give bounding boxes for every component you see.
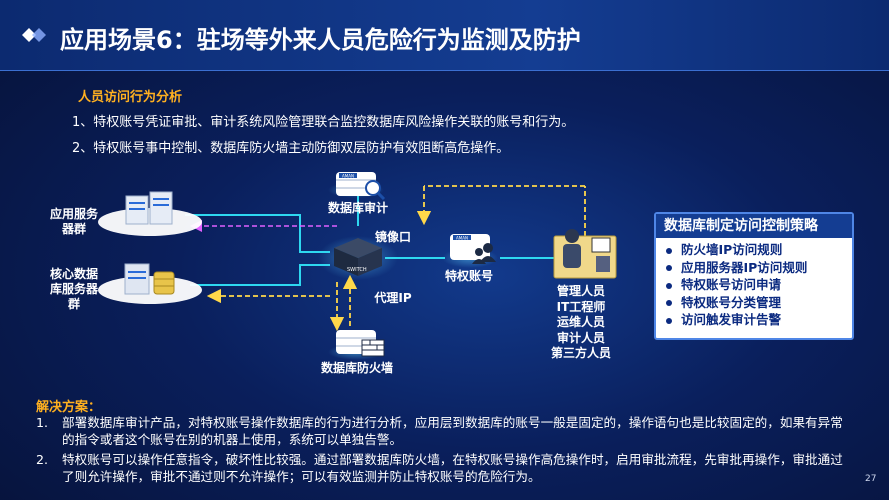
switch-text: SWITCH [347, 267, 367, 273]
device-tag: AMAN [342, 174, 354, 179]
cyan-links [185, 196, 555, 286]
policy-item-text: 特权账号分类管理 [681, 294, 782, 310]
page-title: 应用场景6：驻场等外来人员危险行为监测及防护 [60, 26, 581, 54]
db-firewall-icon [328, 330, 385, 360]
db-audit-icon: AMAN [328, 172, 386, 201]
policy-item: 防火墙IP访问规则 [666, 241, 852, 259]
page-number: 27 [865, 474, 877, 484]
analysis-title: 人员访问行为分析 [78, 90, 183, 105]
policy-item: 访问触发审计告警 [666, 311, 852, 329]
mirror-port-label: 镜像口 [374, 230, 411, 244]
privileged-account-icon: AMAN [442, 234, 498, 268]
device-tag: AMAN [456, 236, 468, 241]
bullet-icon [666, 282, 672, 289]
db-audit-label: 数据库审计 [327, 201, 388, 215]
role-item: 管理人员 [556, 284, 605, 298]
bullet-icon [666, 317, 672, 324]
policy-item: 特权账号访问申请 [666, 276, 852, 294]
bullet-icon [666, 265, 672, 271]
solution-text: 部署数据库审计产品，对特权账号操作数据库的行为进行分析，应用层到数据库的账号一般… [62, 415, 843, 447]
core-servers-label: 核心数据库服务器群 [49, 267, 98, 311]
app-servers-label: 应用服务器群 [49, 207, 98, 236]
analysis-item: 1、特权账号凭证审批、审计系统风险管理联合监控数据库风险操作关联的账号和行为。 [72, 115, 575, 130]
role-item: 运维人员 [556, 315, 605, 329]
role-item: IT工程师 [556, 299, 606, 314]
privileged-account-label: 特权账号 [444, 269, 493, 283]
bullet-icon [666, 247, 672, 254]
core-db-servers-icon [98, 263, 202, 304]
solution-item: 1. 部署数据库审计产品，对特权账号操作数据库的行为进行分析，应用层到数据库的账… [36, 414, 854, 448]
policy-item-text: 应用服务器IP访问规则 [681, 259, 808, 275]
solution-number: 2. [36, 452, 49, 467]
solution-number: 1. [36, 415, 49, 430]
role-item: 第三方人员 [550, 346, 611, 360]
solution-title: 解决方案： [36, 400, 102, 415]
db-firewall-label: 数据库防火墙 [320, 361, 393, 375]
policy-item: 应用服务器IP访问规则 [666, 259, 852, 277]
solution-item: 2. 特权账号可以操作任意指令，破坏性比较强。通过部署数据库防火墙，在特权账号操… [36, 451, 854, 485]
roles-list: 管理人员 IT工程师 运维人员 审计人员 第三方人员 [541, 284, 621, 362]
policy-title: 数据库制定访问控制策略 [656, 214, 852, 238]
policy-item-text: 访问触发审计告警 [681, 312, 782, 327]
header-bar: 应用场景6：驻场等外来人员危险行为监测及防护 [0, 0, 889, 71]
policy-item-text: 特权账号访问申请 [681, 277, 782, 292]
role-item: 审计人员 [556, 330, 605, 345]
bullet-icon [666, 300, 672, 306]
policy-panel: 数据库制定访问控制策略 防火墙IP访问规则 应用服务器IP访问规则 特权账号访问… [654, 212, 854, 340]
policy-list: 防火墙IP访问规则 应用服务器IP访问规则 特权账号访问申请 特权账号分类管理 … [656, 241, 852, 329]
staff-workstation-icon [553, 229, 617, 279]
app-servers-icon [98, 191, 202, 236]
proxy-ip-label: 代理IP [374, 291, 412, 305]
solution-text: 特权账号可以操作任意指令，破坏性比较强。通过部署数据库防火墙，在特权账号操作高危… [62, 452, 843, 484]
policy-item: 特权账号分类管理 [666, 294, 852, 312]
analysis-item: 2、特权账号事中控制、数据库防火墙主动防御双层防护有效阻断高危操作。 [72, 141, 510, 156]
diamond-icon [22, 28, 46, 42]
policy-item-text: 防火墙IP访问规则 [681, 242, 783, 257]
proxy-links [206, 185, 586, 332]
switch-icon: SWITCH [318, 236, 398, 280]
